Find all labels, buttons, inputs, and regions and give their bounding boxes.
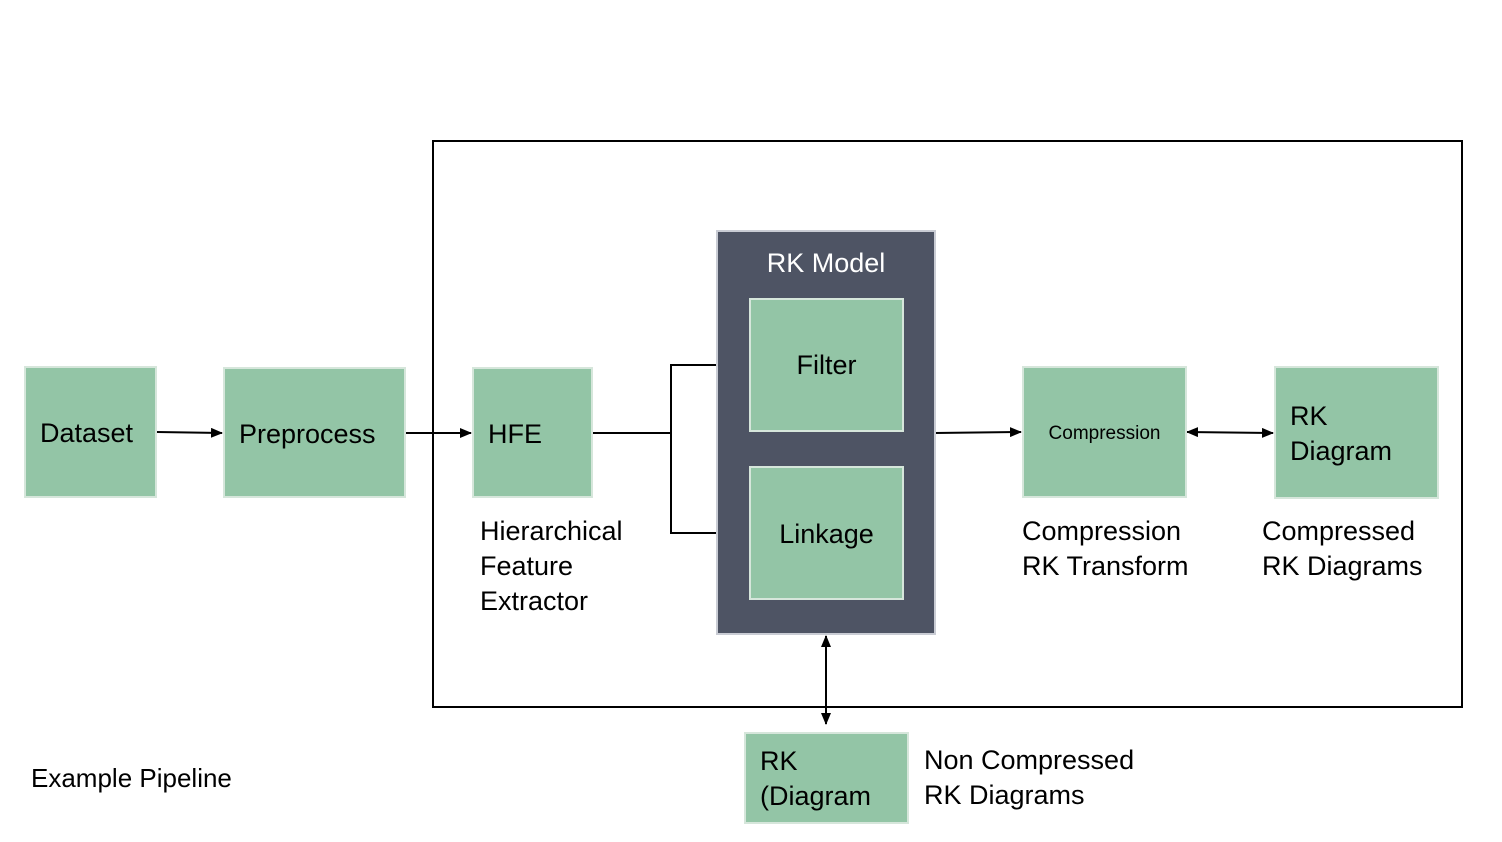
rk-diagram-bottom-node: RK (Diagram <box>744 732 909 824</box>
rk-diagram-label: RK Diagram <box>1290 401 1393 466</box>
rk-diagram-bottom-caption: Non Compressed RK Diagrams <box>924 745 1135 810</box>
filter-label: Filter <box>796 350 857 380</box>
compression-label: Compression <box>1048 423 1161 444</box>
rk-model-title: RK Model <box>766 248 886 278</box>
filter-node: Filter <box>749 298 904 432</box>
preprocess-label: Preprocess <box>239 419 376 449</box>
hfe-node: HFE <box>472 367 593 498</box>
compression-caption: Compression RK Transform <box>1022 516 1189 581</box>
hfe-caption: Hierarchical Feature Extractor <box>480 516 623 616</box>
rk-diagram-caption: Compressed RK Diagrams <box>1262 516 1423 581</box>
linkage-label: Linkage <box>779 519 874 549</box>
linkage-node: Linkage <box>749 466 904 600</box>
dataset-label: Dataset <box>40 418 134 448</box>
dataset-node: Dataset <box>24 366 157 498</box>
hfe-label: HFE <box>488 419 542 449</box>
rk-diagram-bottom-label: RK (Diagram <box>760 746 872 811</box>
pipeline-frame <box>432 140 1463 708</box>
arrow-compression-to-rk-diagram <box>1186 427 1274 438</box>
compression-node: Compression <box>1022 366 1187 498</box>
preprocess-node: Preprocess <box>223 367 406 498</box>
arrow-model-to-compression <box>934 427 1022 438</box>
arrow-dataset-to-preprocess <box>156 427 223 438</box>
pipeline-title: Example Pipeline <box>31 763 232 793</box>
rk-diagram-node: RK Diagram <box>1274 366 1439 499</box>
